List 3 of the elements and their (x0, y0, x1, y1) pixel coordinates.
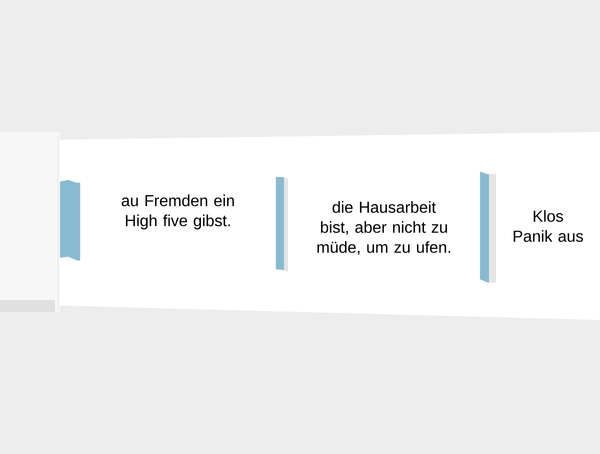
node-label: Klos Panik aus (514, 210, 583, 242)
node-label: au Fremden ein High five gibst. (122, 194, 234, 230)
node-label: die Hausarbeit bist, aber nicht zu müde, um zu ufen. (317, 201, 450, 255)
